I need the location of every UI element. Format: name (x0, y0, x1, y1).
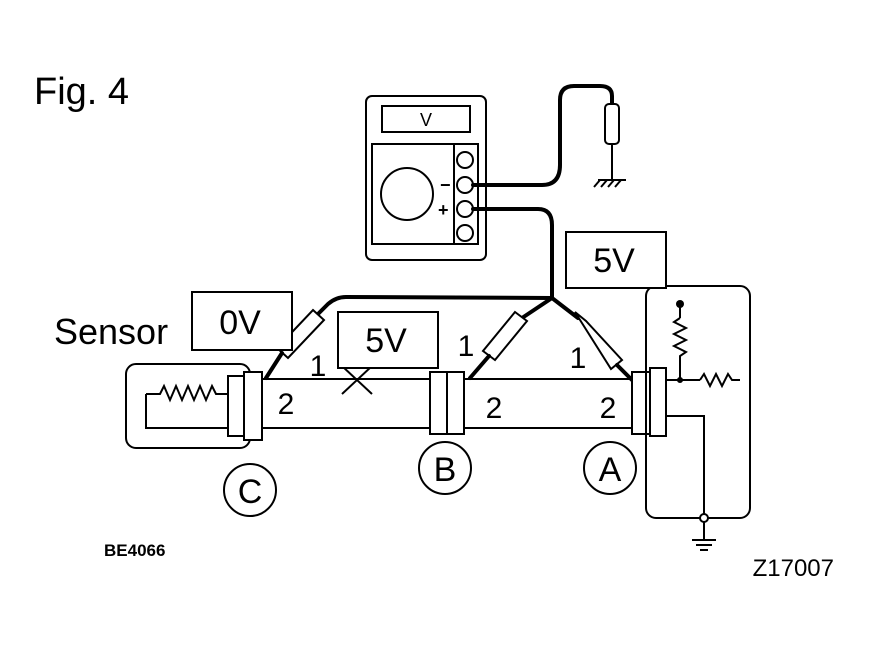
connector-a-circle (583, 441, 637, 495)
connector-b-label: B (434, 451, 457, 489)
meter-jack-4 (456, 224, 474, 242)
ecu-component (645, 285, 751, 540)
voltage-mid-label: 5V (365, 322, 407, 360)
ground-probe (593, 103, 626, 188)
probe-tip-b (468, 310, 529, 380)
pin2-a-label: 2 (600, 392, 617, 425)
meter-jack-1 (456, 151, 474, 169)
voltage-c-label: 0V (219, 304, 261, 342)
pin2-b-label: 2 (486, 392, 503, 425)
figure-code-right: Z17007 (753, 555, 834, 582)
connector-b (429, 371, 465, 435)
connector-c-circle (223, 463, 277, 517)
probe-tip-a (574, 311, 634, 382)
ground-lead-wire (471, 84, 614, 187)
sensor-component (125, 363, 251, 449)
pin1-b-label: 1 (458, 330, 475, 363)
voltage-box-mid (337, 311, 439, 369)
meter-plus-label: + (438, 200, 449, 220)
connector-a (631, 367, 667, 437)
meter-minus-label: − (440, 175, 451, 195)
pin1-c-label: 1 (310, 350, 327, 383)
pin2-c-label: 2 (278, 388, 295, 421)
voltage-box-a (565, 231, 667, 289)
voltage-box-c (191, 291, 293, 351)
open-circuit-mark (341, 365, 373, 395)
probe-wire-to-a (550, 296, 580, 320)
connector-c-label: C (238, 473, 263, 511)
meter-display (381, 105, 471, 133)
probe-wire-to-b (520, 296, 554, 320)
meter-dial (380, 167, 434, 221)
multimeter: V − + (365, 95, 487, 261)
voltage-a-label: 5V (593, 242, 635, 280)
connector-c (227, 371, 263, 441)
meter-mode-label: V (420, 110, 432, 130)
figure-title: Fig. 4 (34, 71, 129, 113)
ground-symbol (692, 539, 716, 551)
figure-code-left: BE4066 (104, 541, 165, 560)
connector-a-label: A (599, 451, 622, 489)
connector-b-circle (418, 441, 472, 495)
probe-wire-to-c (316, 295, 554, 316)
sensor-label: Sensor (54, 311, 168, 352)
pin1-a-label: 1 (570, 342, 587, 375)
positive-lead-wire (471, 207, 554, 300)
